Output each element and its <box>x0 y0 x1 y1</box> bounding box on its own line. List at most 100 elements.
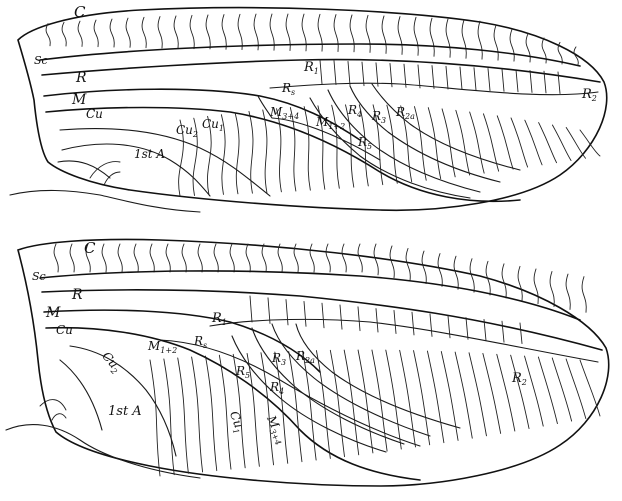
lower-costal-crossvein <box>182 244 186 272</box>
upper-marginal-vein <box>566 127 585 158</box>
upper-label-cu: Cu <box>86 107 103 121</box>
lower-label-m: M <box>45 305 61 321</box>
upper-marginal-vein <box>249 111 253 193</box>
lower-costal-crossvein <box>54 244 58 272</box>
upper-costal-crossvein <box>254 14 258 50</box>
lower-costal-crossvein <box>230 244 234 272</box>
upper-label-r2: R2 <box>581 87 597 103</box>
lower-label-c: C <box>84 239 96 257</box>
lower-costal-crossvein <box>134 244 138 272</box>
lower-marginal-vein <box>455 352 472 438</box>
upper-costal-crossvein <box>238 14 242 49</box>
upper-marginal-vein <box>442 109 455 177</box>
lower-label-r2: R2 <box>511 371 527 387</box>
upper-wing: C Sc R M Cu R1 R2 Rs M3+4 M1+2 R4 R5 R3 … <box>10 3 607 212</box>
lower-label-cu: Cu <box>56 323 73 337</box>
lower-costal-crossvein <box>406 248 410 280</box>
lower-label-sc: Sc <box>32 270 46 283</box>
lower-marginal-vein <box>525 356 544 426</box>
lower-vein-a1 <box>60 360 102 430</box>
upper-costal-crossvein <box>462 20 466 58</box>
upper-costal-crossvein <box>526 34 530 62</box>
lower-costal-crossvein <box>198 244 202 272</box>
lower-marginal-vein <box>372 350 387 451</box>
lower-marginal-vein <box>178 358 189 473</box>
upper-radial-crossvein <box>460 67 462 90</box>
lower-costal-crossvein <box>358 244 362 272</box>
upper-radial-crossvein <box>488 68 490 90</box>
lower-radial-crossvein <box>502 321 504 342</box>
lower-radial-crossvein <box>340 305 342 329</box>
upper-costal-crossvein <box>318 14 322 51</box>
upper-marginal-vein <box>497 116 513 169</box>
upper-wing-base-fold <box>90 162 120 185</box>
upper-label-m34: M3+4 <box>269 105 299 121</box>
upper-costal-crossvein <box>94 20 98 47</box>
lower-label-cu2: Cu2 <box>98 349 124 376</box>
upper-radial-crossvein <box>474 68 476 90</box>
lower-costal-crossvein <box>454 256 458 289</box>
upper-marginal-vein <box>304 107 310 191</box>
upper-costal-crossvein <box>174 16 178 48</box>
lower-radial-crossvein <box>358 307 360 331</box>
upper-label-cu1: Cu1 <box>202 117 224 133</box>
upper-costal-crossvein <box>190 15 194 48</box>
lower-vein-rs <box>210 319 598 362</box>
lower-marginal-vein <box>400 350 416 447</box>
lower-radial-crossvein <box>376 309 378 332</box>
upper-marginal-vein <box>456 110 470 175</box>
upper-costal-crossvein <box>430 18 434 56</box>
upper-marginal-vein <box>483 114 498 171</box>
upper-radial-crossvein <box>334 61 336 85</box>
upper-costal-crossvein <box>142 17 146 47</box>
lower-costal-crossvein <box>246 244 250 272</box>
lower-label-r5: R5 <box>235 364 250 380</box>
upper-costal-crossvein <box>382 16 386 54</box>
lower-costal-crossvein <box>390 246 394 278</box>
lower-vein-sc <box>40 271 580 320</box>
upper-marginal-vein <box>277 109 282 192</box>
upper-label-sc: Sc <box>34 54 48 67</box>
lower-costal-crossvein <box>214 244 218 272</box>
upper-radial-crossvein <box>530 71 532 93</box>
lower-costal-crossvein <box>470 259 474 292</box>
upper-costal-crossvein <box>206 15 210 49</box>
lower-radial-crossvein <box>520 323 522 344</box>
lower-label-r4: R4 <box>269 380 284 396</box>
lower-marginal-vein <box>427 351 443 443</box>
upper-costal-crossvein <box>222 15 226 50</box>
upper-marginal-vein <box>470 112 484 173</box>
upper-marginal-vein <box>525 120 542 165</box>
lower-label-r1: R1 <box>211 311 227 327</box>
lower-marginal-fan <box>150 350 600 476</box>
upper-radial-crossvein <box>418 65 420 88</box>
upper-radial-crossvein <box>320 60 322 84</box>
upper-costal-crossvein <box>494 25 498 60</box>
upper-marginal-vein <box>263 110 267 193</box>
lower-marginal-vein <box>497 354 515 431</box>
lower-costal-crossvein <box>150 244 154 272</box>
lower-radial-crossvein <box>286 300 288 325</box>
lower-costal-crossvein <box>102 244 106 272</box>
upper-label-r2a: R2a <box>395 105 415 121</box>
upper-label-r3: R3 <box>371 109 386 125</box>
lower-label-r3: R3 <box>271 351 286 367</box>
lower-marginal-vein <box>205 356 216 471</box>
lower-wing-base-fold <box>40 400 66 420</box>
lower-label-1st-a: 1st A <box>108 404 142 419</box>
upper-costal-crossvein <box>78 21 82 46</box>
lower-radial-crossvein <box>412 312 414 335</box>
lower-radial-crossvein <box>250 296 252 322</box>
upper-radial-crossvein <box>516 70 518 92</box>
lower-radial-crossvein <box>304 301 306 326</box>
lower-label-r: R <box>71 287 83 303</box>
lower-marginal-vein <box>511 355 529 428</box>
lower-marginal-vein <box>441 352 458 441</box>
upper-marginal-vein <box>428 108 440 179</box>
lower-costal-crossvein <box>534 269 538 304</box>
lower-costal-crossvein <box>566 274 570 309</box>
upper-costal-crossvein <box>398 17 402 55</box>
upper-marginal-vein <box>235 113 239 194</box>
upper-label-r5: R5 <box>357 135 372 151</box>
